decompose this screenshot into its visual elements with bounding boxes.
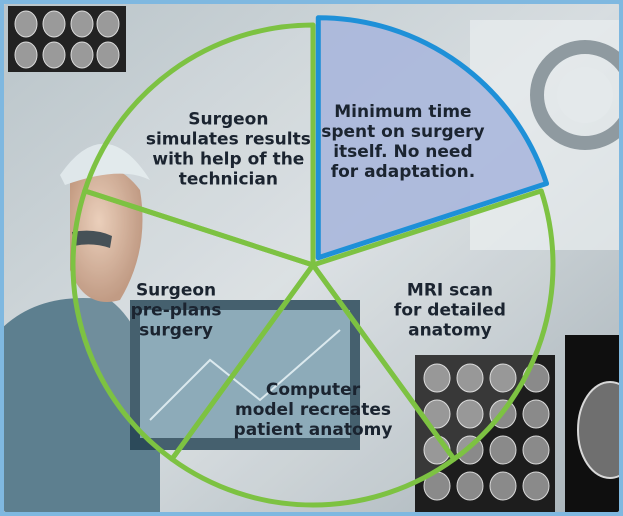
mri-thumbnail-strip bbox=[8, 6, 126, 72]
computer-monitor bbox=[130, 300, 360, 450]
segment-label-line: Surgeon bbox=[136, 280, 216, 300]
segment-computer-model bbox=[169, 262, 457, 508]
segment-label-line: anatomy bbox=[408, 320, 492, 340]
segment-label-line: Minimum time bbox=[334, 102, 471, 122]
mri-scanner bbox=[530, 40, 619, 150]
surgeon-figure bbox=[4, 143, 160, 512]
segment-label-line: surgery bbox=[139, 320, 213, 340]
segment-minimum-time bbox=[315, 15, 550, 261]
segment-label-line: with help of the bbox=[152, 150, 304, 170]
segment-label-line: for detailed bbox=[394, 300, 506, 320]
segment-label-line: spent on surgery bbox=[321, 122, 484, 142]
segment-label-line: patient anatomy bbox=[234, 420, 393, 440]
segment-label-line: pre-plans bbox=[131, 300, 222, 320]
segment-simulates bbox=[82, 22, 316, 268]
segment-pre-plans bbox=[70, 188, 316, 462]
segment-label-line: for adaptation. bbox=[331, 162, 475, 182]
segment-label-line: itself. No need bbox=[333, 142, 472, 162]
brain-scan-monitor bbox=[565, 335, 619, 512]
segment-label-line: model recreates bbox=[235, 400, 391, 420]
segment-label-line: MRI scan bbox=[407, 280, 493, 300]
segment-mri-scan bbox=[310, 188, 556, 462]
segment-label-line: technician bbox=[179, 170, 278, 190]
segment-label-line: simulates results bbox=[146, 130, 311, 150]
segment-label-line: Surgeon bbox=[188, 110, 268, 130]
segment-label-line: Computer bbox=[266, 380, 361, 400]
